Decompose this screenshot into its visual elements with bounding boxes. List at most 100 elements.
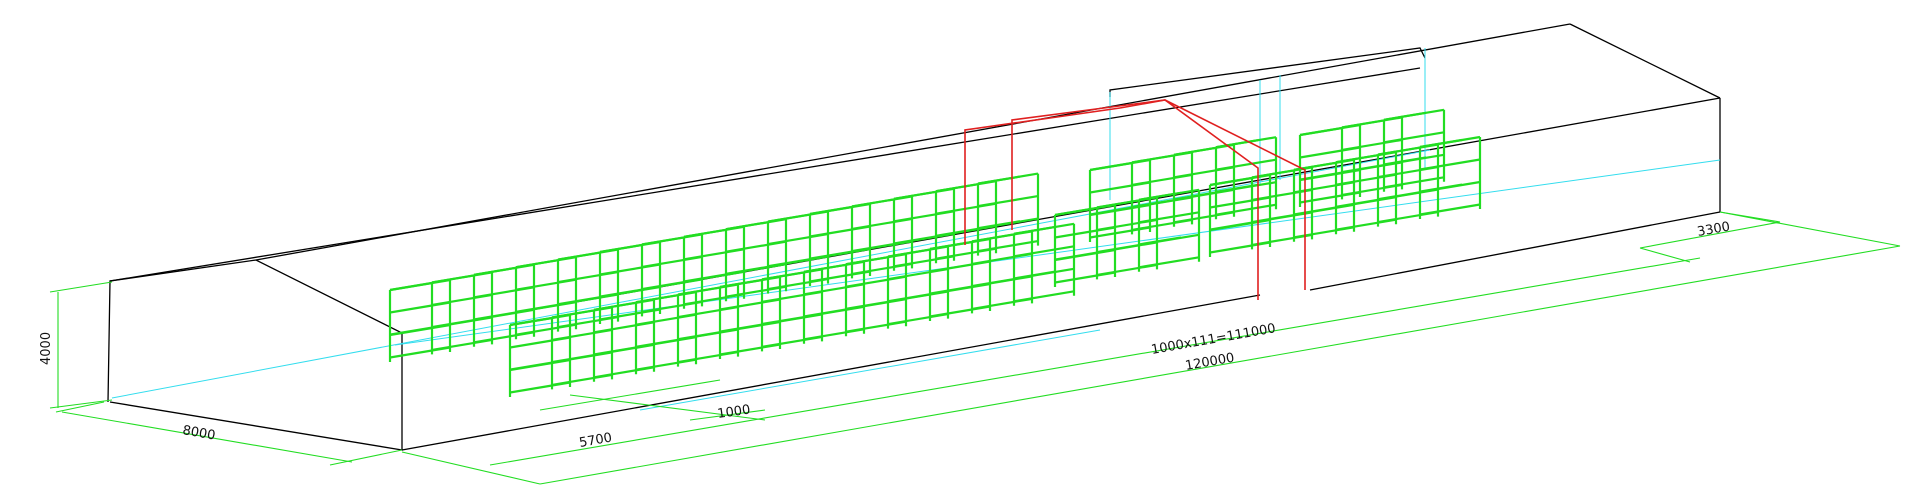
row-a-crate-4-depth-mid (557, 296, 601, 306)
row-a-crate-12-depth-top (893, 190, 937, 200)
row-c-crate-3-depth-top (1215, 139, 1259, 149)
row-e-crate-2-depth-mid (1293, 206, 1337, 216)
row-b-crate-6-depth-mid (761, 315, 805, 326)
endgap-ext-right (1719, 211, 1781, 223)
row-f-crate-0-depth-mid (1299, 171, 1343, 181)
row-b-crate-11-depth-top (971, 233, 1015, 243)
row-a-crate-7-depth-top (683, 228, 727, 238)
dimension-lines (49, 211, 1901, 485)
row-b-crate-10-depth-mid (929, 285, 973, 295)
bay-spacing-label: 1000 (716, 403, 751, 422)
row-b-crate-3-depth-mid (635, 338, 679, 348)
width-ext-right (329, 449, 403, 466)
row-a-crate-9-depth-top (767, 213, 811, 223)
row-d-crate-2-depth-mid (1138, 236, 1182, 246)
row-b-crate-0-depth-top (509, 316, 553, 327)
row-b-crate-2-depth-mid (593, 346, 637, 356)
width-dim-line (61, 411, 353, 463)
row-b-crate-2-depth-top (593, 301, 637, 311)
endgap-ext-left (1639, 247, 1691, 263)
row-f-crate-2-rail-3 (1383, 176, 1445, 189)
row-spacing-label: 5700 (578, 430, 613, 451)
row-b-crate-5-depth-top (719, 278, 763, 289)
row-f-crate-2-rail-1 (1383, 131, 1445, 144)
width-ext-left (55, 401, 105, 413)
row-a-crate-14-rail-1 (977, 195, 1039, 208)
row-a-crate-12-depth-mid (893, 235, 937, 245)
row-a-crate-1-depth-mid (431, 318, 475, 329)
back-roof-slope (1569, 23, 1721, 99)
height-ext-top (49, 281, 113, 293)
row-f-crate-2-depth-mid (1383, 156, 1427, 166)
floor-line-front (639, 329, 1101, 411)
row-b-crate-7-depth-mid (803, 308, 847, 318)
row-a-crate-13-depth-top (935, 183, 979, 193)
row-b-crate-4-depth-mid (677, 331, 721, 341)
row-f-crate-1-depth-top (1341, 119, 1385, 129)
feed-line-right (1119, 99, 1306, 290)
row-b-crate-7-depth-top (803, 263, 847, 273)
row-b-crate-8-depth-top (845, 256, 889, 266)
row-a-crate-3-depth-mid (515, 303, 559, 313)
row-b-crate-9-depth-mid (887, 293, 931, 303)
row-f-crate-2-depth-top (1383, 111, 1427, 121)
row-e-crate-5-depth-mid (1419, 183, 1463, 193)
total-ext-right (1719, 211, 1901, 247)
row-b-crate-1-depth-mid (551, 353, 595, 364)
total-length-label: 120000 (1184, 351, 1235, 374)
crate-run-label: 1000x111=111000 (1150, 321, 1277, 358)
row-e-crate-4-depth-mid (1377, 191, 1421, 201)
row-f-crate-0-depth-top (1299, 126, 1343, 137)
row-d-crate-0-depth-mid (1054, 251, 1098, 261)
row-e-crate-5-depth-top (1419, 138, 1463, 149)
height-ext-bottom (49, 399, 113, 409)
row-c-crate-3-rail-3 (1215, 203, 1277, 216)
row-c-crate-3-rail-1 (1215, 158, 1277, 171)
row-d-crate-1-depth-top (1096, 199, 1140, 209)
row-b-crate-0-depth-mid (509, 361, 553, 371)
row-a-crate-11-depth-top (851, 198, 895, 208)
floor-line-mid (394, 159, 1721, 346)
ridge-line (255, 23, 1571, 261)
row-a-crate-6-depth-top (641, 236, 685, 246)
row-a-crate-8-depth-mid (725, 265, 769, 275)
row-b-crate-5-depth-mid (719, 323, 763, 333)
floor-back-edge (1309, 211, 1721, 291)
crate-run-dim-line (489, 257, 1701, 466)
height-label: 4000 (39, 332, 54, 365)
feed-lines (964, 99, 1306, 300)
row-a-crate-5-depth-top (599, 243, 643, 254)
front-left-eave (109, 67, 1421, 282)
rowspacing-dim-line (539, 379, 721, 411)
front-gable-wall (107, 259, 403, 451)
row-b-crate-12-rail-3 (1013, 290, 1075, 303)
floor-front-edge (401, 294, 1261, 451)
building-outline (107, 23, 1721, 451)
row-d-crate-0-depth-top (1054, 206, 1098, 217)
row-b-crate-12-rail-1 (1013, 245, 1075, 258)
row-f-crate-1-depth-mid (1341, 163, 1385, 174)
width-label: 8000 (181, 423, 216, 444)
row-a-crate-9-depth-mid (767, 258, 811, 268)
row-b-crate-6-depth-top (761, 271, 805, 281)
row-b-crate-9-depth-top (887, 248, 931, 258)
row-a-crate-13-depth-mid (935, 227, 979, 237)
row-b-crate-3-depth-top (635, 294, 679, 304)
total-dim-line (539, 245, 1901, 485)
row-b-crate-12-depth-mid (1013, 270, 1057, 280)
row-a-crate-3-depth-top (515, 259, 559, 269)
total-ext-left (401, 451, 541, 485)
roof-vent (1109, 47, 1426, 97)
row-a-crate-14-depth-top (977, 175, 1021, 185)
row-d-crate-2-rail-3 (1138, 256, 1200, 269)
row-a-crate-14-rail-3 (977, 240, 1039, 253)
row-e-crate-0-depth-mid (1209, 221, 1253, 231)
row-a-crate-2-depth-mid (473, 311, 517, 321)
row-e-crate-1-depth-top (1251, 169, 1295, 179)
end-gap-label: 3300 (1696, 219, 1731, 240)
row-b-crate-11-depth-mid (971, 277, 1015, 288)
row-a-crate-6-depth-mid (641, 280, 685, 291)
row-b-crate-4-depth-top (677, 286, 721, 296)
row-a-crate-0-depth-top (389, 281, 433, 292)
